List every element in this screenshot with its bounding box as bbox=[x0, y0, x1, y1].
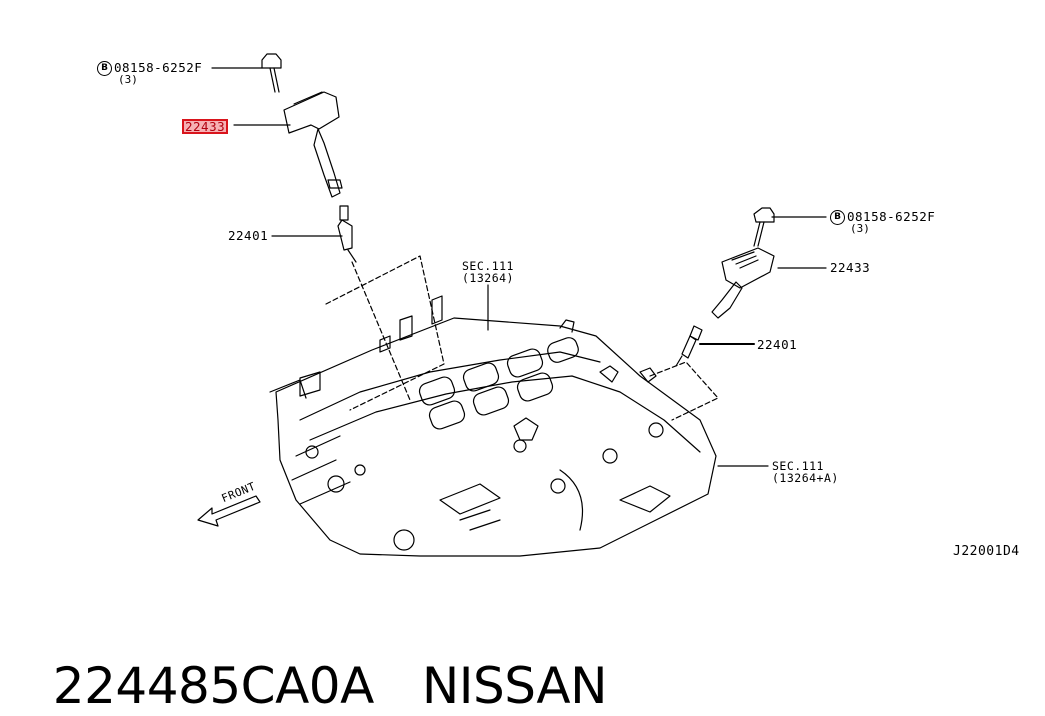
footer-caption: 224485CA0A NISSAN bbox=[22, 596, 608, 716]
footer-part-number: 224485CA0A bbox=[52, 657, 375, 715]
plug-right-label[interactable]: 22401 bbox=[757, 337, 798, 352]
footer-brand: NISSAN bbox=[421, 657, 608, 715]
ignition-coil-top-shape bbox=[283, 91, 343, 198]
bolt-top-qty: (3) bbox=[118, 73, 138, 86]
spark-plug-top-shape bbox=[337, 205, 357, 263]
plug-top-label[interactable]: 22401 bbox=[228, 228, 269, 243]
bolt-top-shape bbox=[261, 53, 282, 93]
spark-plug-right-shape bbox=[675, 325, 703, 367]
bolt-right-part-number[interactable]: 08158-6252F bbox=[847, 209, 936, 224]
engine-diagram bbox=[197, 53, 827, 557]
coil-top-highlight[interactable]: 22433 bbox=[182, 119, 229, 134]
ignition-coil-right-shape bbox=[711, 247, 775, 319]
bolt-top-part-number[interactable]: 08158-6252F bbox=[114, 60, 203, 75]
bolt-right-qty: (3) bbox=[850, 222, 870, 235]
sec-cover-ref: (13264+A) bbox=[772, 471, 839, 485]
bolt-symbol-right: B bbox=[830, 210, 845, 225]
sec-manifold-title[interactable]: SEC.111 bbox=[462, 259, 514, 273]
coil-right-label[interactable]: 22433 bbox=[830, 260, 871, 275]
front-arrow-shape bbox=[197, 495, 261, 527]
bolt-right-shape bbox=[753, 207, 775, 247]
sec-manifold-ref: (13264) bbox=[462, 271, 514, 285]
engine-block-shape bbox=[269, 295, 717, 557]
diagram-code: J22001D4 bbox=[953, 544, 1020, 559]
bolt-symbol-top: B bbox=[97, 61, 112, 76]
sec-cover-title[interactable]: SEC.111 bbox=[772, 459, 824, 473]
